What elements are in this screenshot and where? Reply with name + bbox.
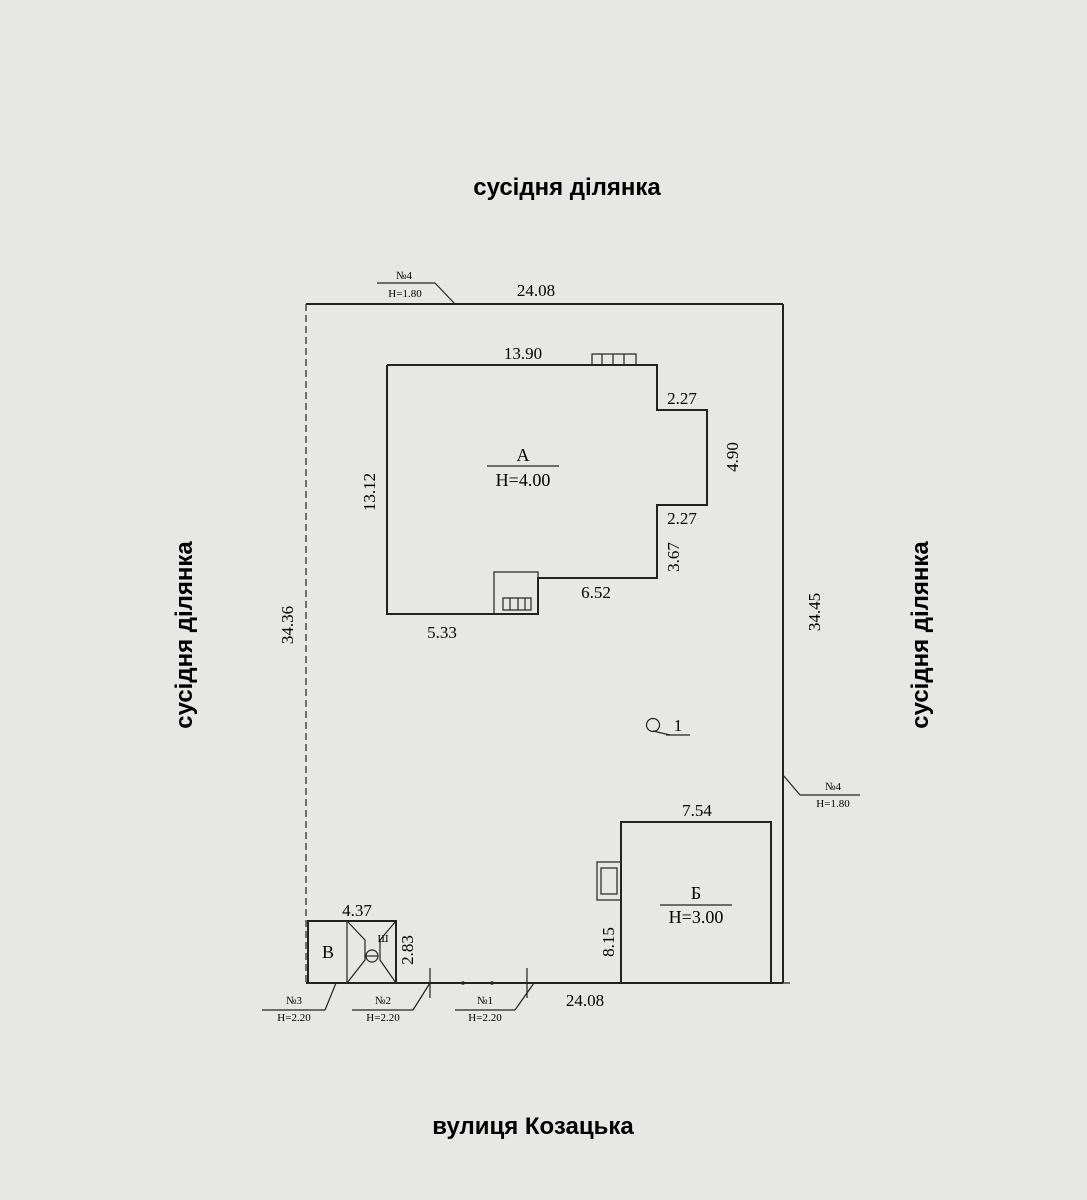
plot-boundary xyxy=(305,303,790,984)
building-v xyxy=(307,920,397,984)
fence-1-no: №1 xyxy=(477,995,493,1007)
building-a xyxy=(386,353,708,615)
fence-callout-2 xyxy=(352,982,431,1011)
fence-callout-right xyxy=(782,774,860,796)
dim-plot-left: 34.36 xyxy=(278,606,297,644)
dim-v-height: 2.83 xyxy=(398,935,417,965)
stove-icon xyxy=(365,949,379,963)
label-left-neighbour: сусідня ділянка xyxy=(171,541,198,729)
building-a-height: Н=4.00 xyxy=(496,470,551,490)
fence-top-height: Н=1.80 xyxy=(388,288,422,300)
building-v-letter: В xyxy=(322,942,334,962)
fence-2-no: №2 xyxy=(375,995,391,1007)
building-b xyxy=(596,821,772,984)
dim-v-width: 4.37 xyxy=(342,901,372,920)
dim-b-width: 7.54 xyxy=(682,801,712,820)
fence-right-height: Н=1.80 xyxy=(816,798,850,810)
building-v-mark: Ш xyxy=(377,933,388,945)
fence-callout-1 xyxy=(455,982,535,1011)
fence-callout-top xyxy=(377,282,456,305)
dim-a-top: 13.90 xyxy=(504,344,542,363)
dim-a-lower-right: 3.67 xyxy=(664,542,683,572)
label-top-neighbour: сусідня ділянка xyxy=(473,174,661,201)
dim-a-notch-top: 2.27 xyxy=(667,389,697,408)
fence-2-height: Н=2.20 xyxy=(366,1012,400,1024)
fence-1-height: Н=2.20 xyxy=(468,1012,502,1024)
fence-top-no: №4 xyxy=(396,270,412,282)
dim-a-bottom: 5.33 xyxy=(427,623,457,642)
well-icon xyxy=(645,717,690,736)
dim-b-height: 8.15 xyxy=(599,927,618,957)
fence-3-no: №3 xyxy=(286,995,302,1007)
building-a-letter: А xyxy=(517,445,530,465)
label-street: вулиця Козацька xyxy=(432,1113,634,1140)
building-b-letter: Б xyxy=(691,883,701,903)
dim-plot-top: 24.08 xyxy=(517,281,555,300)
dim-plot-right: 34.45 xyxy=(805,593,824,631)
dim-a-left: 13.12 xyxy=(360,473,379,511)
building-b-height: Н=3.00 xyxy=(669,907,724,927)
fence-right-no: №4 xyxy=(825,781,841,793)
dim-a-notch-bottom: 2.27 xyxy=(667,509,697,528)
dim-plot-bottom: 24.08 xyxy=(566,991,604,1010)
label-right-neighbour: сусідня ділянка xyxy=(907,541,934,729)
dim-a-right: 4.90 xyxy=(723,442,742,472)
fence-3-height: Н=2.20 xyxy=(277,1012,311,1024)
fence-callout-3 xyxy=(262,982,337,1011)
well-label: 1 xyxy=(674,716,683,735)
dim-a-lower-bottom: 6.52 xyxy=(581,583,611,602)
